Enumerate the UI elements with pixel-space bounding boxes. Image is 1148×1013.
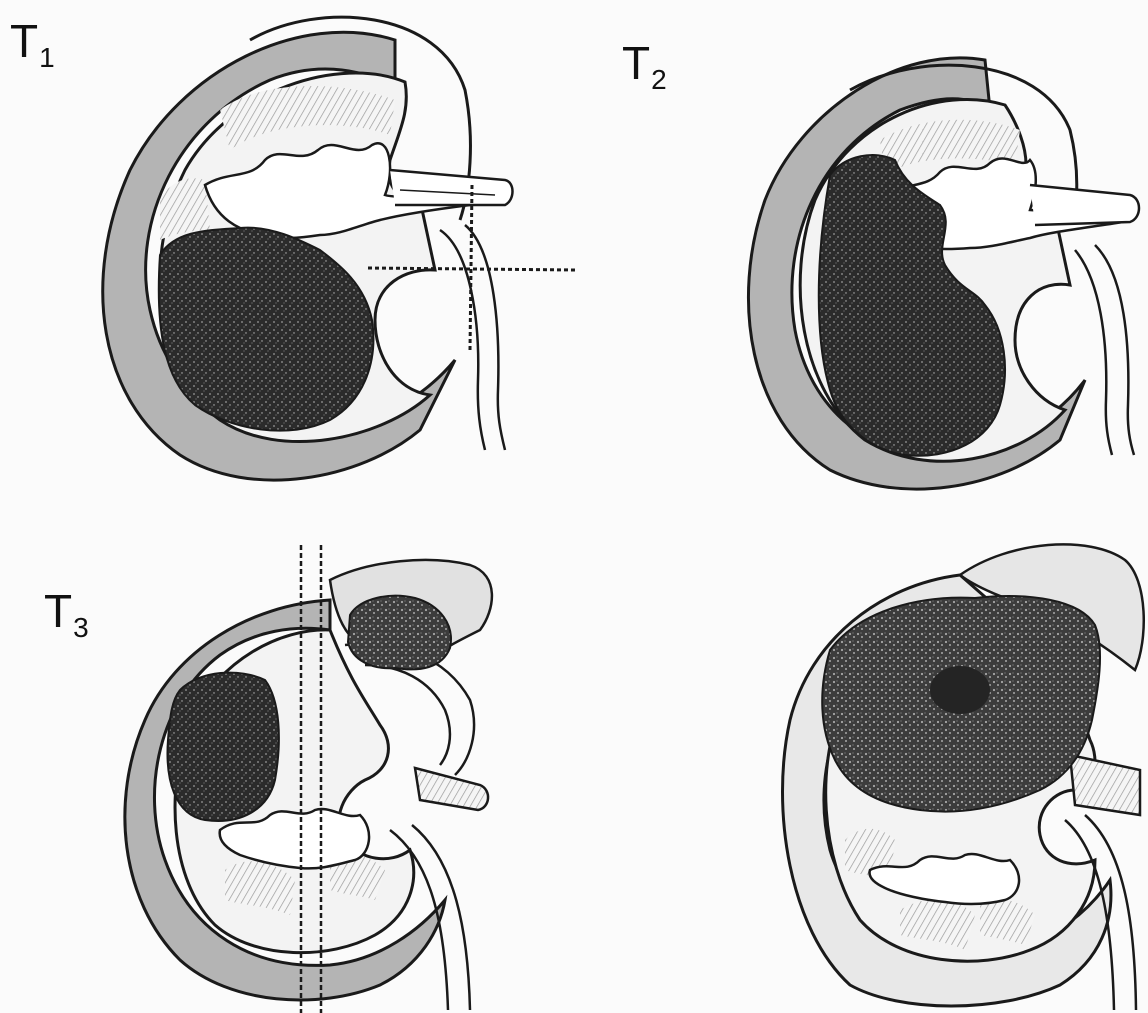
renal-vessel — [390, 170, 513, 205]
panel-t3-kidney — [125, 545, 492, 1013]
panel-t4-kidney — [783, 544, 1144, 1010]
renal-vessel — [415, 768, 488, 810]
panel-label-subscript: 1 — [39, 42, 55, 73]
section-line-vertical — [470, 185, 472, 350]
panel-t2-kidney — [748, 58, 1139, 489]
panel-label-main: T — [622, 37, 650, 89]
tumor-core — [930, 666, 990, 714]
panel-label-t3: T3 — [44, 588, 89, 642]
panel-label-t1: T1 — [10, 18, 55, 72]
panel-label-subscript: 2 — [651, 64, 667, 95]
renal-vessel — [1030, 185, 1139, 225]
panel-t1-kidney — [103, 17, 576, 480]
ureter — [1075, 245, 1134, 455]
renal-vessel — [1070, 755, 1140, 815]
tumor-mass — [167, 673, 278, 821]
panel-label-subscript: 3 — [73, 612, 89, 643]
panel-label-main: T — [44, 585, 72, 637]
panel-label-main: T — [10, 15, 38, 67]
panel-label-t2: T2 — [622, 40, 667, 94]
